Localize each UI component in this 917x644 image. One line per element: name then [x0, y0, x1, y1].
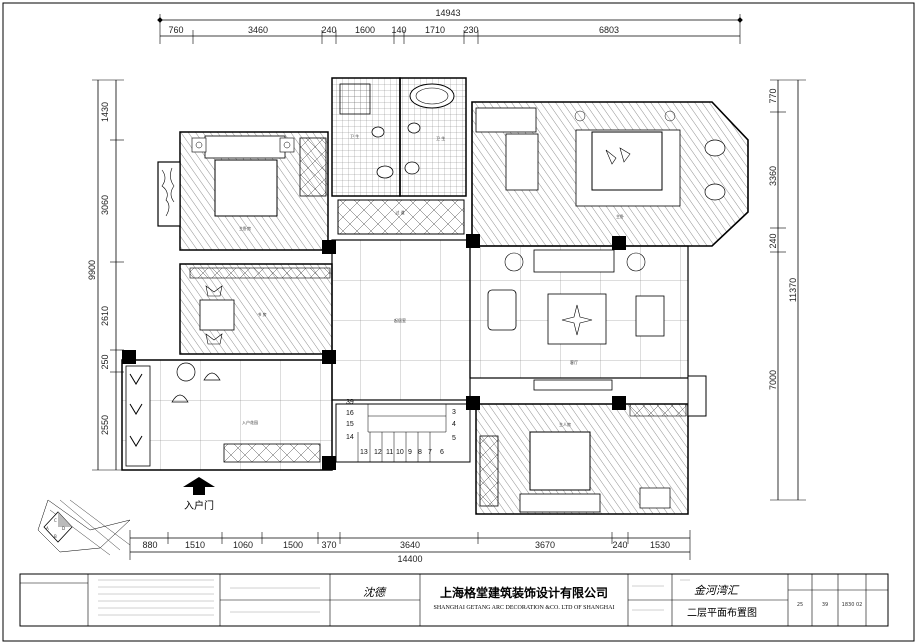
- drawing-title: 二层平面布置图: [687, 607, 757, 619]
- entrance-arrow-icon: [183, 477, 215, 495]
- bottom-total-dim: 14400: [397, 554, 422, 564]
- bottom-dim-6: 3640: [400, 540, 420, 550]
- top-dim-8: 6803: [599, 25, 619, 35]
- sheet-num-2: 39: [822, 602, 828, 608]
- bottom-dimensions: 880 1510 1060 1500 370 3640 3670 240 153…: [129, 530, 691, 564]
- left-dimensions: 9900 1430 3060 2610 250 2550: [87, 79, 124, 471]
- balcony-left: [157, 161, 181, 227]
- top-dim-1: 760: [168, 25, 183, 35]
- label-bathroom-2: 卫 生: [436, 135, 445, 141]
- label-top-right-bedroom: 主卧: [616, 213, 624, 219]
- stair-num-7: 7: [428, 449, 432, 456]
- top-dim-3: 240: [321, 25, 336, 35]
- staircase: [335, 403, 471, 463]
- label-study: 书 房: [257, 311, 266, 317]
- bed-top-left: [214, 159, 278, 217]
- stair-num-6: 6: [440, 449, 444, 456]
- left-dim-3: 2610: [100, 306, 110, 326]
- stair-num-15: 15: [346, 421, 354, 428]
- right-dimensions: 770 3360 240 7000 11370: [768, 79, 806, 501]
- corridor-cabinet: [337, 199, 465, 235]
- sheet-num-1: 25: [797, 602, 803, 608]
- label-living: 客厅: [570, 359, 578, 365]
- svg-text:C: C: [54, 518, 57, 523]
- north-compass-icon: C A D B: [37, 499, 131, 556]
- top-dim-5: 140: [391, 25, 406, 35]
- svg-text:A: A: [46, 526, 49, 531]
- bottom-dim-8: 240: [612, 540, 627, 550]
- stair-num-12: 12: [374, 449, 382, 456]
- stair-num-14: 14: [346, 434, 354, 441]
- top-dim-7: 230: [463, 25, 478, 35]
- floor-plan: 主卧房 卫 生 卫 生 过 道 主卧: [121, 77, 749, 515]
- right-dim-2: 3360: [768, 166, 778, 186]
- stair-num-8: 8: [418, 449, 422, 456]
- top-dim-4: 1600: [355, 25, 375, 35]
- bottom-dim-4: 1500: [283, 540, 303, 550]
- left-total-dim: 9900: [87, 260, 97, 280]
- bottom-dim-3: 1060: [233, 540, 253, 550]
- signature: 沈德: [363, 586, 387, 599]
- bottom-dim-2: 1510: [185, 540, 205, 550]
- structural-columns: [122, 234, 626, 470]
- bottom-dim-1: 880: [142, 540, 157, 550]
- stair-num-10: 10: [396, 449, 404, 456]
- left-dim-2: 3060: [100, 195, 110, 215]
- label-entry-garden: 入户花园: [242, 419, 258, 425]
- entrance-label: 入户门: [184, 499, 214, 512]
- right-total-dim: 11370: [788, 278, 798, 302]
- right-dim-1: 770: [768, 88, 778, 103]
- bottom-dim-5: 370: [321, 540, 336, 550]
- left-dim-1: 1430: [100, 102, 110, 122]
- label-central-hall: 起居室: [394, 317, 406, 323]
- top-dim-6: 1710: [425, 25, 445, 35]
- company-name-cn: 上海格堂建筑装饰设计有限公司: [440, 585, 608, 600]
- label-bottom-right-bedroom: 主人房: [559, 421, 571, 427]
- project-name: 金河湾汇: [694, 584, 740, 597]
- stair-num-4: 4: [452, 421, 456, 428]
- top-total-dim: 14943: [435, 8, 460, 18]
- stair-num-13: 13: [360, 449, 368, 456]
- left-dim-4: 250: [100, 354, 110, 369]
- left-dim-5: 2550: [100, 415, 110, 435]
- label-corridor: 过 道: [395, 209, 404, 215]
- room-central-hall: [331, 239, 471, 401]
- right-dim-4: 7000: [768, 370, 778, 390]
- stair-num-39: 39: [346, 399, 354, 406]
- stair-num-9: 9: [408, 449, 412, 456]
- label-top-left-bedroom: 主卧房: [239, 225, 251, 231]
- bottom-dim-7: 3670: [535, 540, 555, 550]
- stair-num-5: 5: [452, 435, 456, 442]
- sheet-num-3: 1830 02: [842, 602, 863, 608]
- title-block: 沈德 上海格堂建筑装饰设计有限公司 SHANGHAI GETANG ARC DE…: [19, 573, 889, 627]
- stair-num-3: 3: [452, 409, 456, 416]
- svg-text:D: D: [62, 526, 65, 531]
- company-name-en: SHANGHAI GETANG ARC DECORATION &CO. LTD …: [434, 605, 615, 611]
- right-dim-3: 240: [768, 233, 778, 248]
- stair-num-16: 16: [346, 410, 354, 417]
- svg-text:B: B: [54, 534, 57, 539]
- label-bathroom-1: 卫 生: [350, 133, 359, 139]
- stair-num-11: 11: [386, 449, 393, 456]
- top-dim-2: 3460: [248, 25, 268, 35]
- top-dimensions: 14943 760 3460 240 1600 140 1710 230 680…: [157, 8, 743, 44]
- bottom-dim-9: 1530: [650, 540, 670, 550]
